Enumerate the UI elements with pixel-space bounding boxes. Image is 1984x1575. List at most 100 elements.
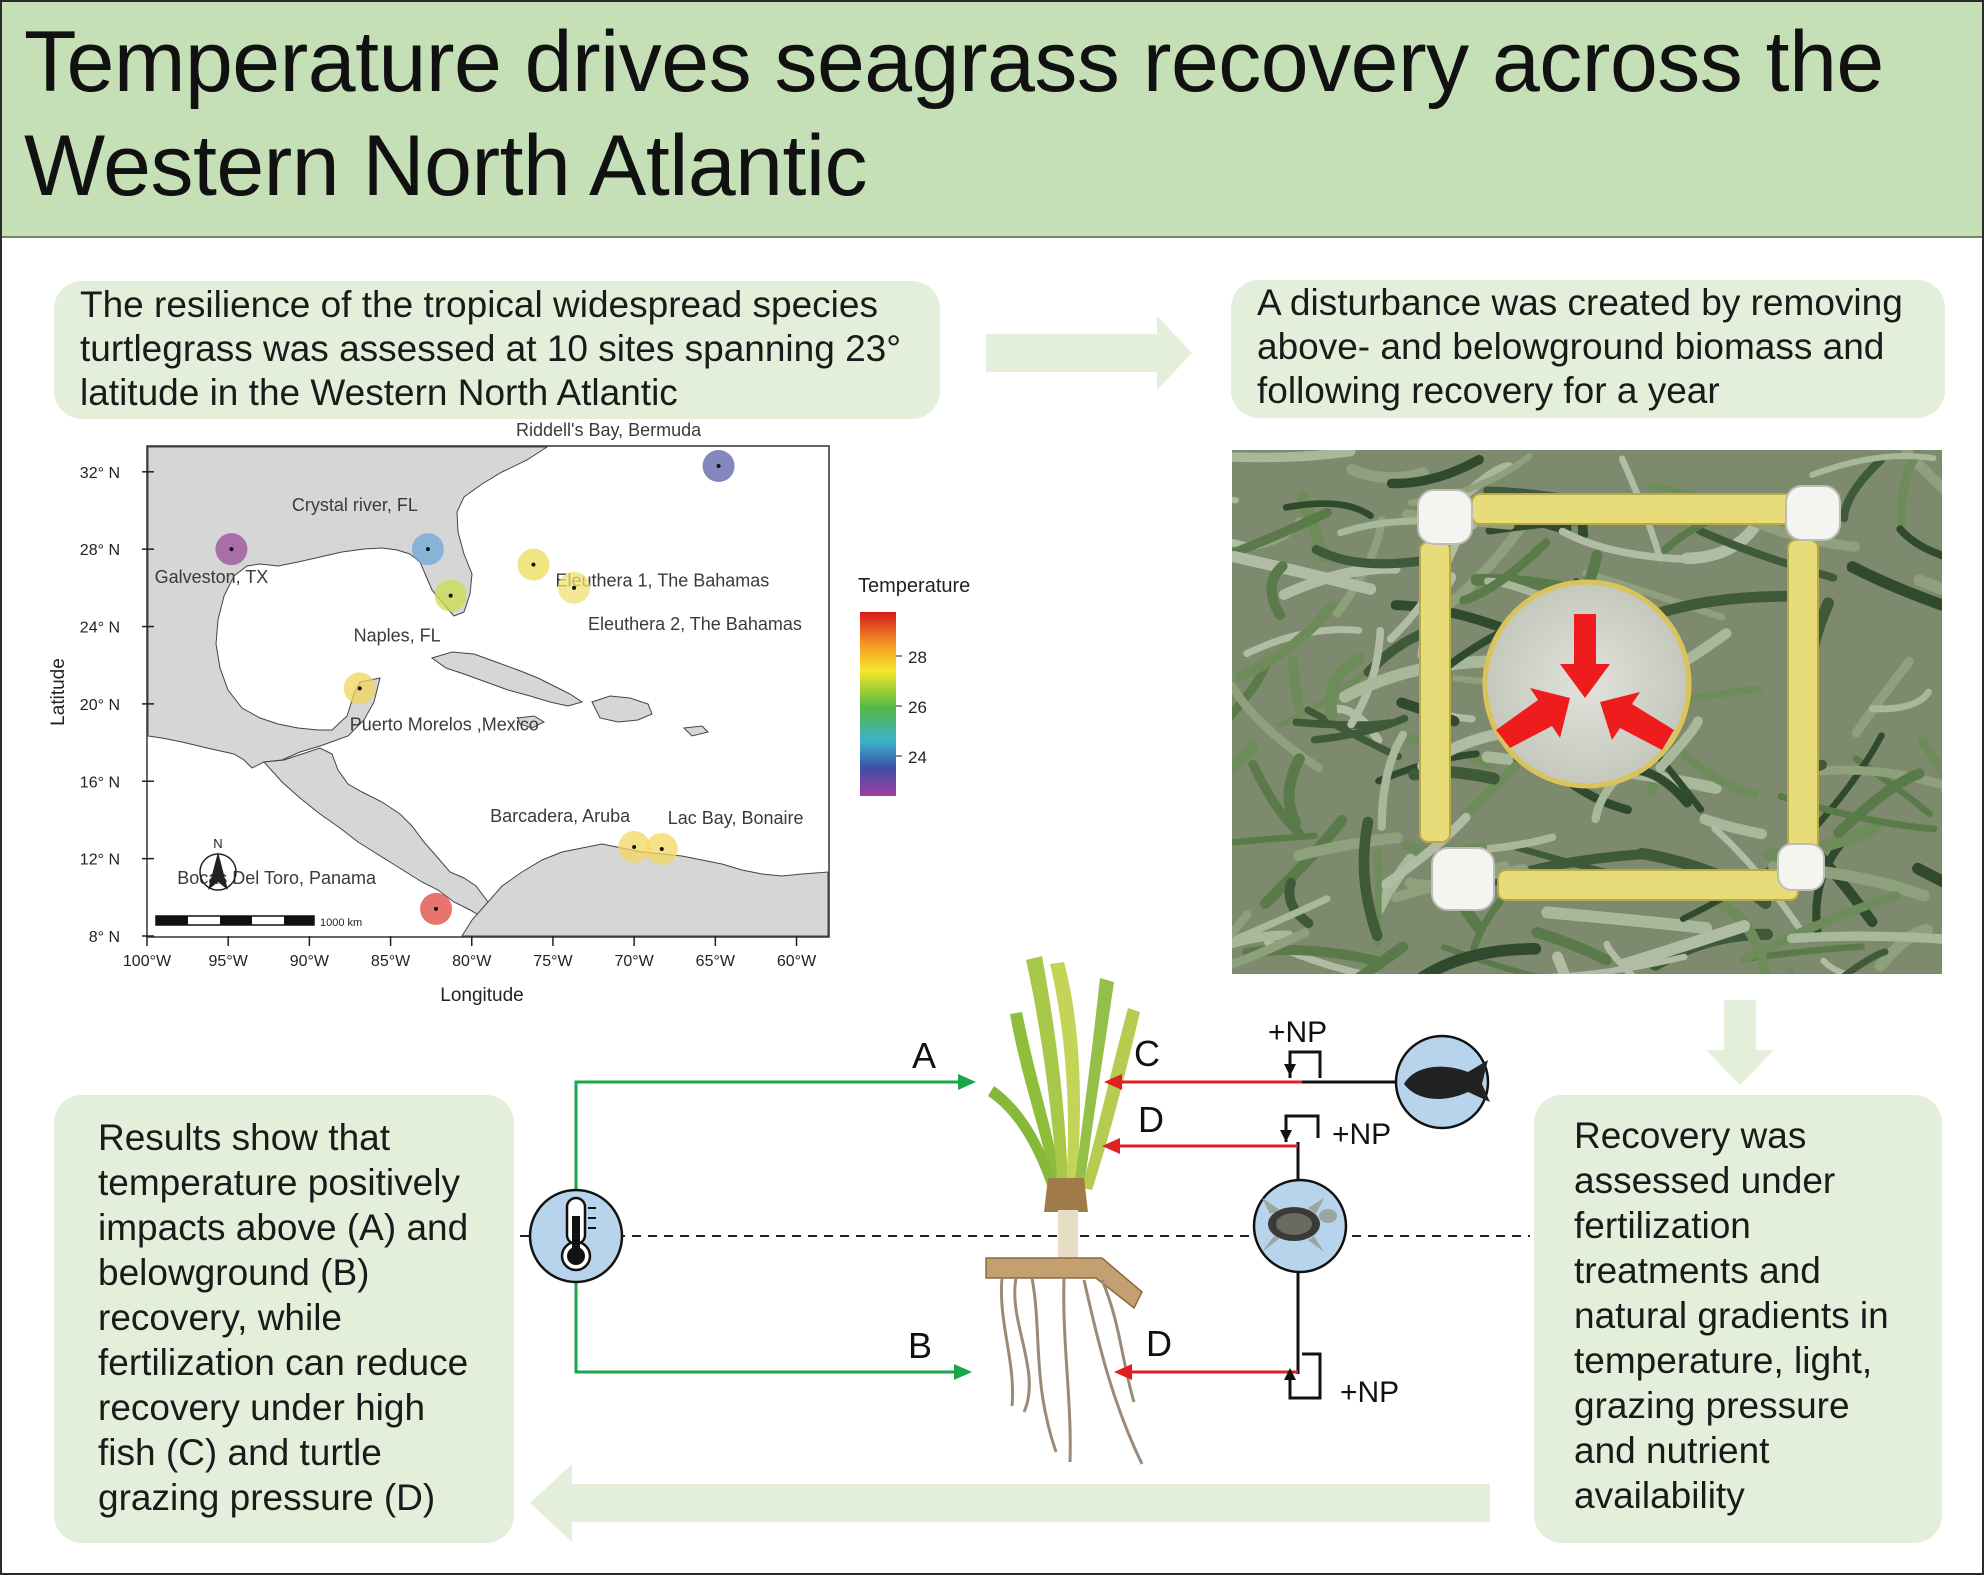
seagrass-blade: [1287, 656, 1304, 712]
lon-tick-label: 95°W: [209, 953, 249, 970]
seagrass-blade: [1232, 832, 1318, 846]
turtlegrass-plant: [985, 956, 1144, 1465]
seagrass-blade: [1582, 569, 1725, 621]
site-dot: [716, 464, 721, 468]
seagrass-blade: [1232, 739, 1259, 775]
scale-bar-seg-3: [284, 916, 314, 925]
seagrass-blade: [1912, 862, 1942, 888]
leaf-4: [1074, 978, 1114, 1187]
legend-colorbar: [860, 612, 896, 796]
scale-bar-seg-2: [220, 916, 252, 925]
assessment-box: Recovery was assessed under fertilizatio…: [1534, 1095, 1942, 1543]
site-dot: [229, 547, 234, 552]
seagrass-blade: [1284, 877, 1314, 929]
corner-bl: [1431, 847, 1495, 911]
corner-tr: [1785, 485, 1841, 541]
seagrass-blade: [1787, 965, 1795, 974]
seagrass-blade: [1441, 944, 1539, 974]
seagrass-blade: [1805, 765, 1942, 790]
land-puerto-rico: [682, 725, 709, 737]
roots: [999, 1277, 1144, 1465]
quadrat-top-bar: [1471, 493, 1803, 525]
arrowhead-B: [954, 1364, 972, 1380]
site-dot: [357, 686, 362, 691]
intro-text: The resilience of the tropical widesprea…: [80, 284, 902, 413]
lon-tick-label: 90°W: [290, 953, 330, 970]
arrowhead-A: [958, 1074, 976, 1090]
intro-box: The resilience of the tropical widesprea…: [54, 281, 940, 419]
np-loop-turtle-top-head: [1280, 1130, 1292, 1142]
land-hispaniola: [591, 695, 653, 723]
seagrass-blade: [1278, 563, 1401, 600]
seagrass-blade: [1283, 753, 1305, 828]
site-label: Galveston, TX: [155, 567, 269, 587]
legend-label-26: 26: [908, 698, 927, 717]
results-text: Results show that temperature positively…: [98, 1117, 469, 1518]
site-dot: [659, 846, 664, 851]
leaf-5: [1082, 1008, 1140, 1190]
seagrass-blade: [1841, 948, 1889, 974]
site-label: Crystal river, FL: [292, 495, 418, 515]
seagrass-blade: [1293, 832, 1403, 861]
site-label: Bocas Del Toro, Panama: [177, 868, 377, 888]
seagrass-blade: [1338, 655, 1492, 703]
assessment-text: Recovery was assessed under fertilizatio…: [1574, 1115, 1889, 1516]
disturbance-arrows: [1496, 614, 1674, 750]
corner-tl: [1417, 489, 1473, 545]
seagrass-blade: [1786, 931, 1942, 944]
lon-tick-label: 80°W: [452, 953, 492, 970]
seagrass-blade: [1232, 496, 1239, 504]
map-xlabel: Longitude: [440, 985, 523, 1006]
seagrass-blade: [1232, 551, 1377, 595]
seagrass-blade: [1846, 561, 1942, 611]
site-label: Barcadera, Aruba: [490, 806, 631, 826]
north-arrow-needle: [208, 852, 228, 890]
seagrass-blade: [1717, 899, 1771, 974]
leaf-3: [1050, 962, 1080, 1187]
quadrat-frame: [1419, 493, 1819, 901]
lat-tick-label: 8° N: [89, 929, 120, 946]
red-arrow-right: [1600, 692, 1674, 750]
quadrat-left-bar: [1419, 541, 1451, 843]
seagrass-blade: [1699, 813, 1767, 840]
seagrass-blade: [1459, 538, 1551, 605]
seagrass-blade: [1282, 500, 1374, 520]
np-turtle-top: +NP: [1332, 1118, 1391, 1151]
legend-label-24: 24: [908, 748, 927, 767]
corner-br: [1777, 843, 1825, 891]
seagrass-blade: [1232, 895, 1331, 945]
seagrass-blade: [1541, 906, 1713, 935]
leaf-6: [988, 1086, 1058, 1188]
lat-tick-label: 12° N: [80, 852, 120, 869]
lon-tick-label: 75°W: [533, 953, 573, 970]
label-D-bottom: D: [1146, 1323, 1172, 1364]
seagrass-blade: [1324, 652, 1366, 721]
seagrass-blade: [1232, 681, 1323, 773]
title-banner: Temperature drives seagrass recovery acr…: [2, 2, 1982, 238]
legend-label-28: 28: [908, 648, 927, 667]
site-map: 32° N28° N24° N20° N16° N12° N8° N 100°W…: [48, 420, 830, 1006]
site-dot: [531, 562, 536, 567]
results-box: Results show that temperature positively…: [54, 1095, 514, 1543]
red-arrow-down: [1560, 614, 1610, 698]
link-A: [574, 1080, 962, 1236]
rhizome: [985, 1257, 1143, 1310]
disturbance-box: A disturbance was created by removing ab…: [1231, 280, 1945, 418]
seagrass-blade: [1310, 714, 1409, 744]
north-arrow: N: [199, 836, 237, 891]
link-B: [574, 1236, 958, 1374]
seagrass-blade: [1839, 455, 1885, 523]
site-label: Riddell's Bay, Bermuda: [516, 420, 702, 440]
arrowhead-D-bottom: [1114, 1364, 1132, 1380]
land-central-america: [262, 747, 489, 919]
seagrass-blade: [1603, 940, 1636, 974]
lat-tick-label: 32° N: [80, 465, 120, 482]
lon-tick-label: 70°W: [614, 953, 654, 970]
seagrass-blade: [1868, 688, 1933, 713]
seagrass-blade: [1820, 957, 1858, 974]
scale-bar-seg-1: [156, 916, 188, 925]
legend-title: Temperature: [858, 575, 970, 597]
